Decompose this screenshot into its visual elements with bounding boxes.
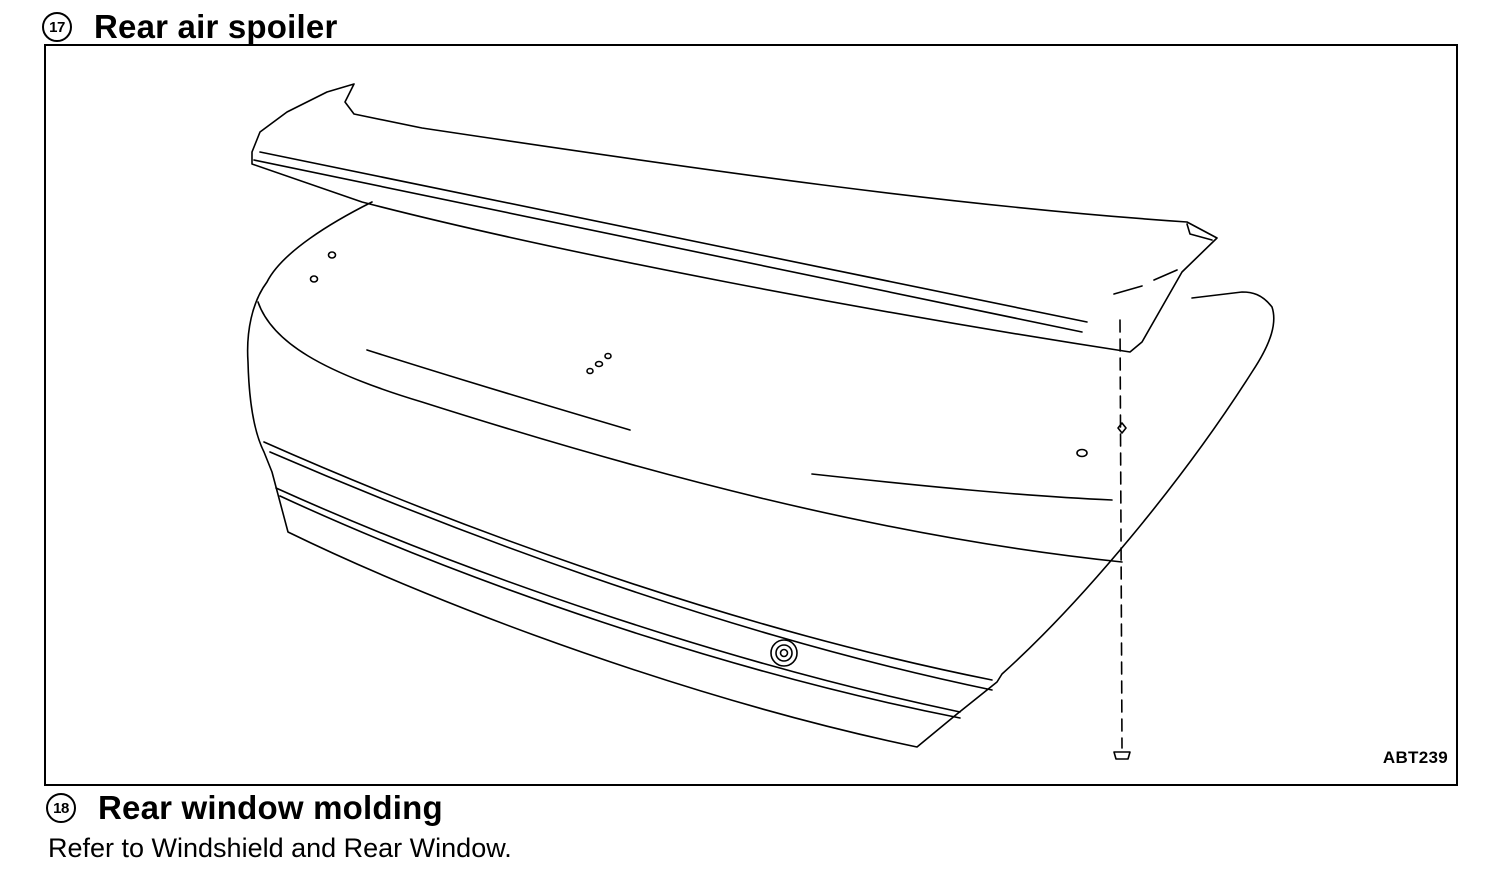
- mount-hole-4: [594, 360, 604, 368]
- spoiler-tip: [1186, 223, 1213, 241]
- fastener-grommet: [1113, 751, 1131, 760]
- section-17-number: 17: [42, 12, 72, 42]
- spoiler-upper-edge: [259, 151, 1088, 323]
- mount-hole-2: [309, 275, 319, 283]
- figure-code: ABT239: [1382, 748, 1448, 767]
- mount-hole-3: [604, 352, 612, 360]
- key-cylinder-inner: [779, 648, 789, 658]
- trunk-line-a: [366, 349, 631, 431]
- key-cylinder-outer: [770, 639, 798, 667]
- trunk-crease: [257, 301, 1123, 563]
- trunk-line-b: [811, 473, 1113, 501]
- fastener-axis-line: [1119, 319, 1123, 749]
- section-18-title: Rear window molding: [98, 789, 443, 826]
- mount-hole-6: [1076, 448, 1088, 458]
- rear-air-spoiler-illustration: [246, 83, 1275, 760]
- section-17-title: Rear air spoiler: [94, 8, 338, 45]
- mount-hole-5: [586, 367, 594, 375]
- section-18-heading: 18 Rear window molding: [46, 789, 443, 827]
- key-cylinder-mid: [775, 644, 793, 662]
- mount-hole-1: [327, 251, 337, 259]
- trunk-outline: [246, 201, 1275, 748]
- bumper-lower-line-2: [279, 495, 961, 719]
- bumper-upper-line-2: [269, 451, 993, 691]
- mount-hole-7: [1117, 422, 1127, 434]
- bumper-lower-line: [275, 487, 961, 713]
- spoiler-lower-edge: [253, 159, 1083, 333]
- bumper-upper-line: [263, 441, 993, 681]
- figure-frame: ABT239: [44, 44, 1458, 786]
- spoiler-outline: [251, 83, 1218, 353]
- spoiler-end-detail: [1113, 269, 1178, 295]
- section-17-heading: 17 Rear air spoiler: [42, 8, 337, 46]
- section-18-body: Refer to Windshield and Rear Window.: [48, 833, 512, 863]
- section-18-number: 18: [46, 793, 76, 823]
